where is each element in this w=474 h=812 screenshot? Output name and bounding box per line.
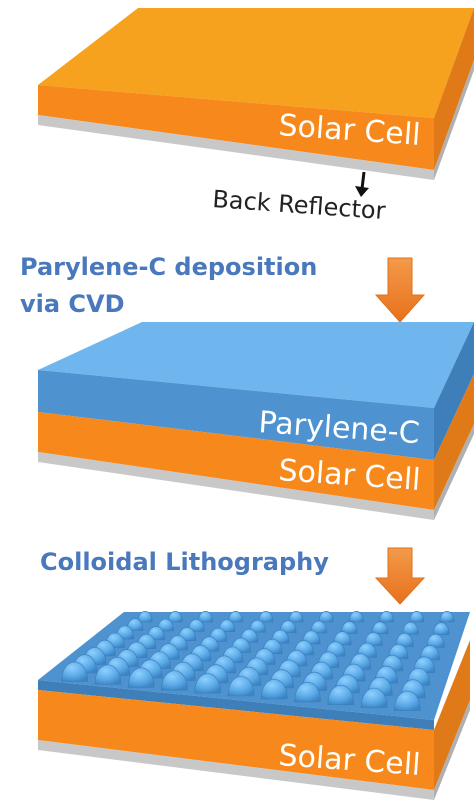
step3-solar-side xyxy=(38,690,434,790)
lithography-step-title: Colloidal Lithography xyxy=(40,548,329,576)
nanodome-array xyxy=(61,610,455,711)
nanodome xyxy=(288,610,304,623)
nanodome xyxy=(426,633,445,648)
nanodome xyxy=(333,631,352,646)
step1-reflector-right xyxy=(434,60,474,180)
nanodome xyxy=(194,673,222,694)
nanodome xyxy=(94,664,122,685)
nanodome xyxy=(409,610,425,623)
nanodome xyxy=(198,610,213,623)
step1-solar-right-side xyxy=(434,8,474,170)
step3-stack: Solar Cell xyxy=(38,610,470,800)
process-arrow-2-icon xyxy=(374,547,426,605)
nanodome xyxy=(395,632,414,647)
deposition-step-subtitle: via CVD xyxy=(20,290,125,318)
nanodome xyxy=(302,630,321,645)
nanodome xyxy=(249,619,266,633)
nanodome xyxy=(364,632,383,646)
nanodome xyxy=(420,645,440,661)
step2-solar-right xyxy=(434,374,474,510)
step2-solar-side xyxy=(38,412,434,510)
nanodome xyxy=(61,661,88,682)
nanodome xyxy=(187,619,205,632)
nanodome xyxy=(360,688,388,708)
nanodome xyxy=(341,621,358,634)
step2-parylene-top xyxy=(38,322,474,408)
step2-reflector xyxy=(38,452,434,520)
step1-solar-top xyxy=(38,8,474,118)
step1-solar-side xyxy=(38,85,434,170)
black-down-arrow-icon xyxy=(355,171,369,197)
nanodome xyxy=(402,621,419,635)
step2-parylene-right xyxy=(434,322,474,460)
nanodome xyxy=(279,620,297,633)
step2-stack: Parylene-C Solar Cell xyxy=(38,322,474,520)
nanodome xyxy=(379,610,394,623)
nanodome xyxy=(228,610,244,623)
nanodome xyxy=(327,685,355,706)
nanodome xyxy=(127,667,155,688)
nanodome xyxy=(258,610,274,623)
step3-reflector xyxy=(38,740,434,800)
nanodome xyxy=(439,610,455,623)
step3-solar-right xyxy=(434,640,470,790)
step3-reflector-right xyxy=(434,700,470,800)
nanodome xyxy=(227,676,255,697)
nanodome xyxy=(310,620,328,634)
step2-reflector-right xyxy=(434,424,474,520)
nanodome xyxy=(157,618,174,632)
nanodome xyxy=(161,670,188,691)
nanodome xyxy=(218,619,236,633)
step1-reflector xyxy=(38,115,434,180)
nanodome xyxy=(318,610,334,623)
step3-parylene-base-side xyxy=(38,680,434,730)
nanodome xyxy=(348,610,364,623)
process-arrow-1-icon xyxy=(374,257,426,323)
nanodome xyxy=(432,622,450,635)
nanodome xyxy=(260,679,288,700)
step2-parylene-side xyxy=(38,370,434,460)
nanodome xyxy=(371,621,389,635)
nanodome xyxy=(394,690,421,711)
deposition-step-title: Parylene-C deposition xyxy=(20,253,317,281)
nanodome xyxy=(294,682,321,703)
step1-stack: Solar Cell xyxy=(38,8,474,180)
nanodome xyxy=(137,610,153,623)
nanodome xyxy=(167,610,183,623)
